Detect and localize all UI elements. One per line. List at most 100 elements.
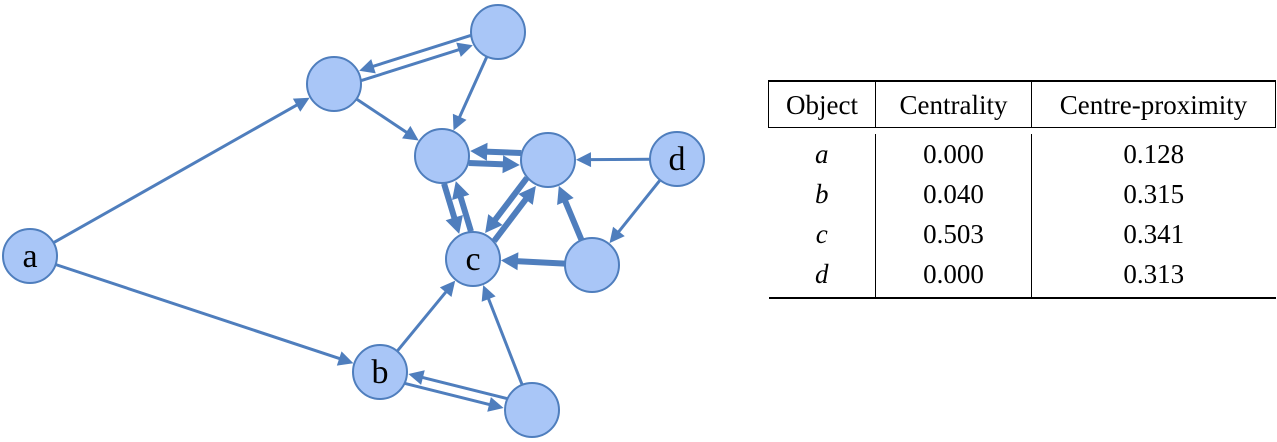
node-label: b xyxy=(372,354,389,391)
table-row: d 0.000 0.313 xyxy=(769,254,1276,298)
edge-line xyxy=(491,196,530,243)
nodes-layer: a b c d xyxy=(2,4,705,438)
cell-centre-proximity: 0.315 xyxy=(1031,174,1276,214)
edge-a-to-n1 xyxy=(52,97,310,245)
cell-object: c xyxy=(815,219,828,249)
edge-line xyxy=(52,102,300,245)
arrowhead xyxy=(518,185,536,205)
node-n6 xyxy=(504,382,560,438)
edge-n1-to-n3 xyxy=(355,97,419,141)
arrowhead xyxy=(609,226,625,244)
edge-line xyxy=(441,182,458,221)
arrowhead xyxy=(485,214,503,234)
edge-n6-to-b xyxy=(408,370,508,401)
edge-line xyxy=(404,381,492,407)
edge-line xyxy=(371,33,472,69)
node-circle xyxy=(520,132,576,188)
node-n2 xyxy=(470,4,526,60)
node-n3 xyxy=(414,128,470,184)
arrowhead xyxy=(502,155,520,174)
node-circle xyxy=(414,128,470,184)
edge-n1-to-n2 xyxy=(360,42,473,83)
arrowhead xyxy=(408,370,425,385)
arrowhead xyxy=(500,252,519,271)
arrowhead xyxy=(487,397,504,412)
table-row: c 0.503 0.341 xyxy=(769,214,1276,254)
cell-centre-proximity: 0.341 xyxy=(1031,214,1276,254)
edge-c-to-n3 xyxy=(452,181,474,233)
arrowhead xyxy=(452,181,470,200)
edges-layer xyxy=(52,33,662,412)
cell-centrality: 0.000 xyxy=(875,134,1032,174)
header-centrality: Centrality xyxy=(875,80,1032,128)
arrowhead xyxy=(557,185,574,205)
edge-n4-to-c xyxy=(485,176,530,234)
edge-line xyxy=(420,375,508,401)
edge-n3-to-n4 xyxy=(468,155,520,174)
cell-object: a xyxy=(815,139,829,169)
edge-n5-to-n4 xyxy=(557,185,585,242)
header-separator xyxy=(768,127,1276,134)
edge-n3-to-c xyxy=(441,182,463,234)
edge-c-to-n4 xyxy=(491,185,536,243)
edge-n2-to-n3 xyxy=(452,55,489,131)
arrowhead xyxy=(445,215,463,234)
edge-line xyxy=(616,179,662,234)
node-circle xyxy=(504,382,560,438)
edge-n4-to-n3 xyxy=(470,142,522,161)
edge-b-to-n6 xyxy=(404,381,504,412)
edge-n6-to-c xyxy=(481,285,524,386)
node-circle xyxy=(649,131,705,187)
node-circle xyxy=(2,228,58,284)
arrowhead xyxy=(456,42,473,57)
edge-line xyxy=(360,47,461,83)
arrowhead xyxy=(470,142,488,161)
directed-graph: a b c d xyxy=(2,4,705,438)
cell-object: b xyxy=(815,179,829,209)
arrowhead xyxy=(452,113,467,131)
arrowhead xyxy=(336,351,354,366)
node-b: b xyxy=(352,344,408,400)
arrowhead xyxy=(439,280,456,297)
node-label: c xyxy=(465,241,480,278)
table-header-row: Object Centrality Centre-proximity xyxy=(768,80,1276,128)
node-a: a xyxy=(2,228,58,284)
node-circle xyxy=(564,237,620,293)
edge-d-to-n4 xyxy=(575,152,651,168)
node-circle xyxy=(445,231,501,287)
node-circle xyxy=(352,344,408,400)
arrowhead xyxy=(402,125,419,141)
edge-line xyxy=(457,194,474,233)
header-centre-proximity: Centre-proximity xyxy=(1031,80,1276,128)
arrowhead xyxy=(359,59,376,74)
edge-b-to-c xyxy=(395,280,456,353)
edge-line xyxy=(561,198,585,242)
edge-line xyxy=(486,296,524,386)
arrowhead xyxy=(481,285,496,302)
cell-centre-proximity: 0.313 xyxy=(1031,254,1276,298)
edge-line xyxy=(395,289,449,353)
node-n5 xyxy=(564,237,620,293)
header-object: Object xyxy=(768,80,876,128)
centrality-table: Object Centrality Centre-proximity a 0.0… xyxy=(768,80,1276,299)
edge-a-to-b xyxy=(55,263,354,366)
table-row: a 0.000 0.128 xyxy=(769,134,1276,174)
edge-line xyxy=(485,148,522,156)
arrowhead xyxy=(292,97,310,112)
cell-centrality: 0.503 xyxy=(875,214,1032,254)
edge-n5-to-c xyxy=(500,252,566,271)
node-circle xyxy=(470,4,526,60)
table-row: b 0.040 0.315 xyxy=(769,174,1276,214)
node-label: a xyxy=(22,238,37,275)
edge-n2-to-n1 xyxy=(359,33,472,74)
edge-line xyxy=(515,258,566,267)
edge-line xyxy=(491,176,530,223)
node-label: d xyxy=(669,141,686,178)
edge-line xyxy=(468,160,505,168)
node-circle xyxy=(306,56,362,112)
cell-centrality: 0.040 xyxy=(875,174,1032,214)
node-d: d xyxy=(649,131,705,187)
arrowhead xyxy=(575,152,592,168)
cell-centre-proximity: 0.128 xyxy=(1031,134,1276,174)
cell-centrality: 0.000 xyxy=(875,254,1032,298)
